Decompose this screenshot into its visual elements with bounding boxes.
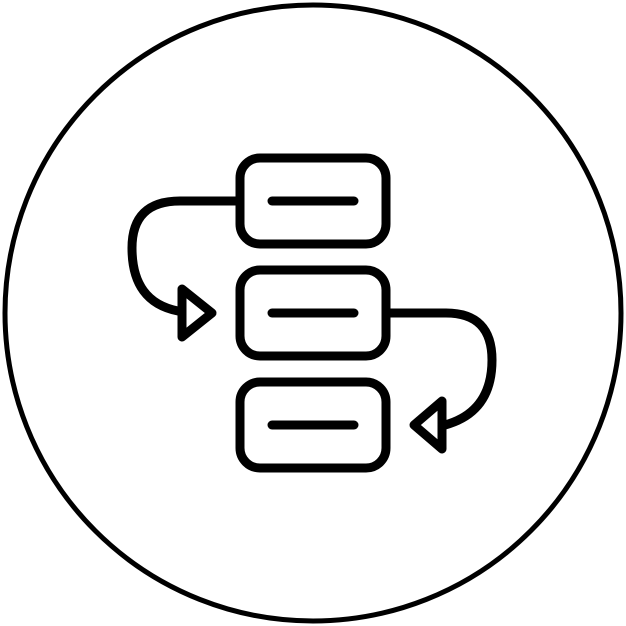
step-3-box xyxy=(235,377,391,473)
process-steps xyxy=(127,153,497,473)
left-arrowhead-icon xyxy=(177,284,217,342)
left-loop-arrow-path xyxy=(127,196,245,316)
right-arrowhead-icon xyxy=(409,396,447,454)
right-loop-arrow-path xyxy=(381,308,497,430)
